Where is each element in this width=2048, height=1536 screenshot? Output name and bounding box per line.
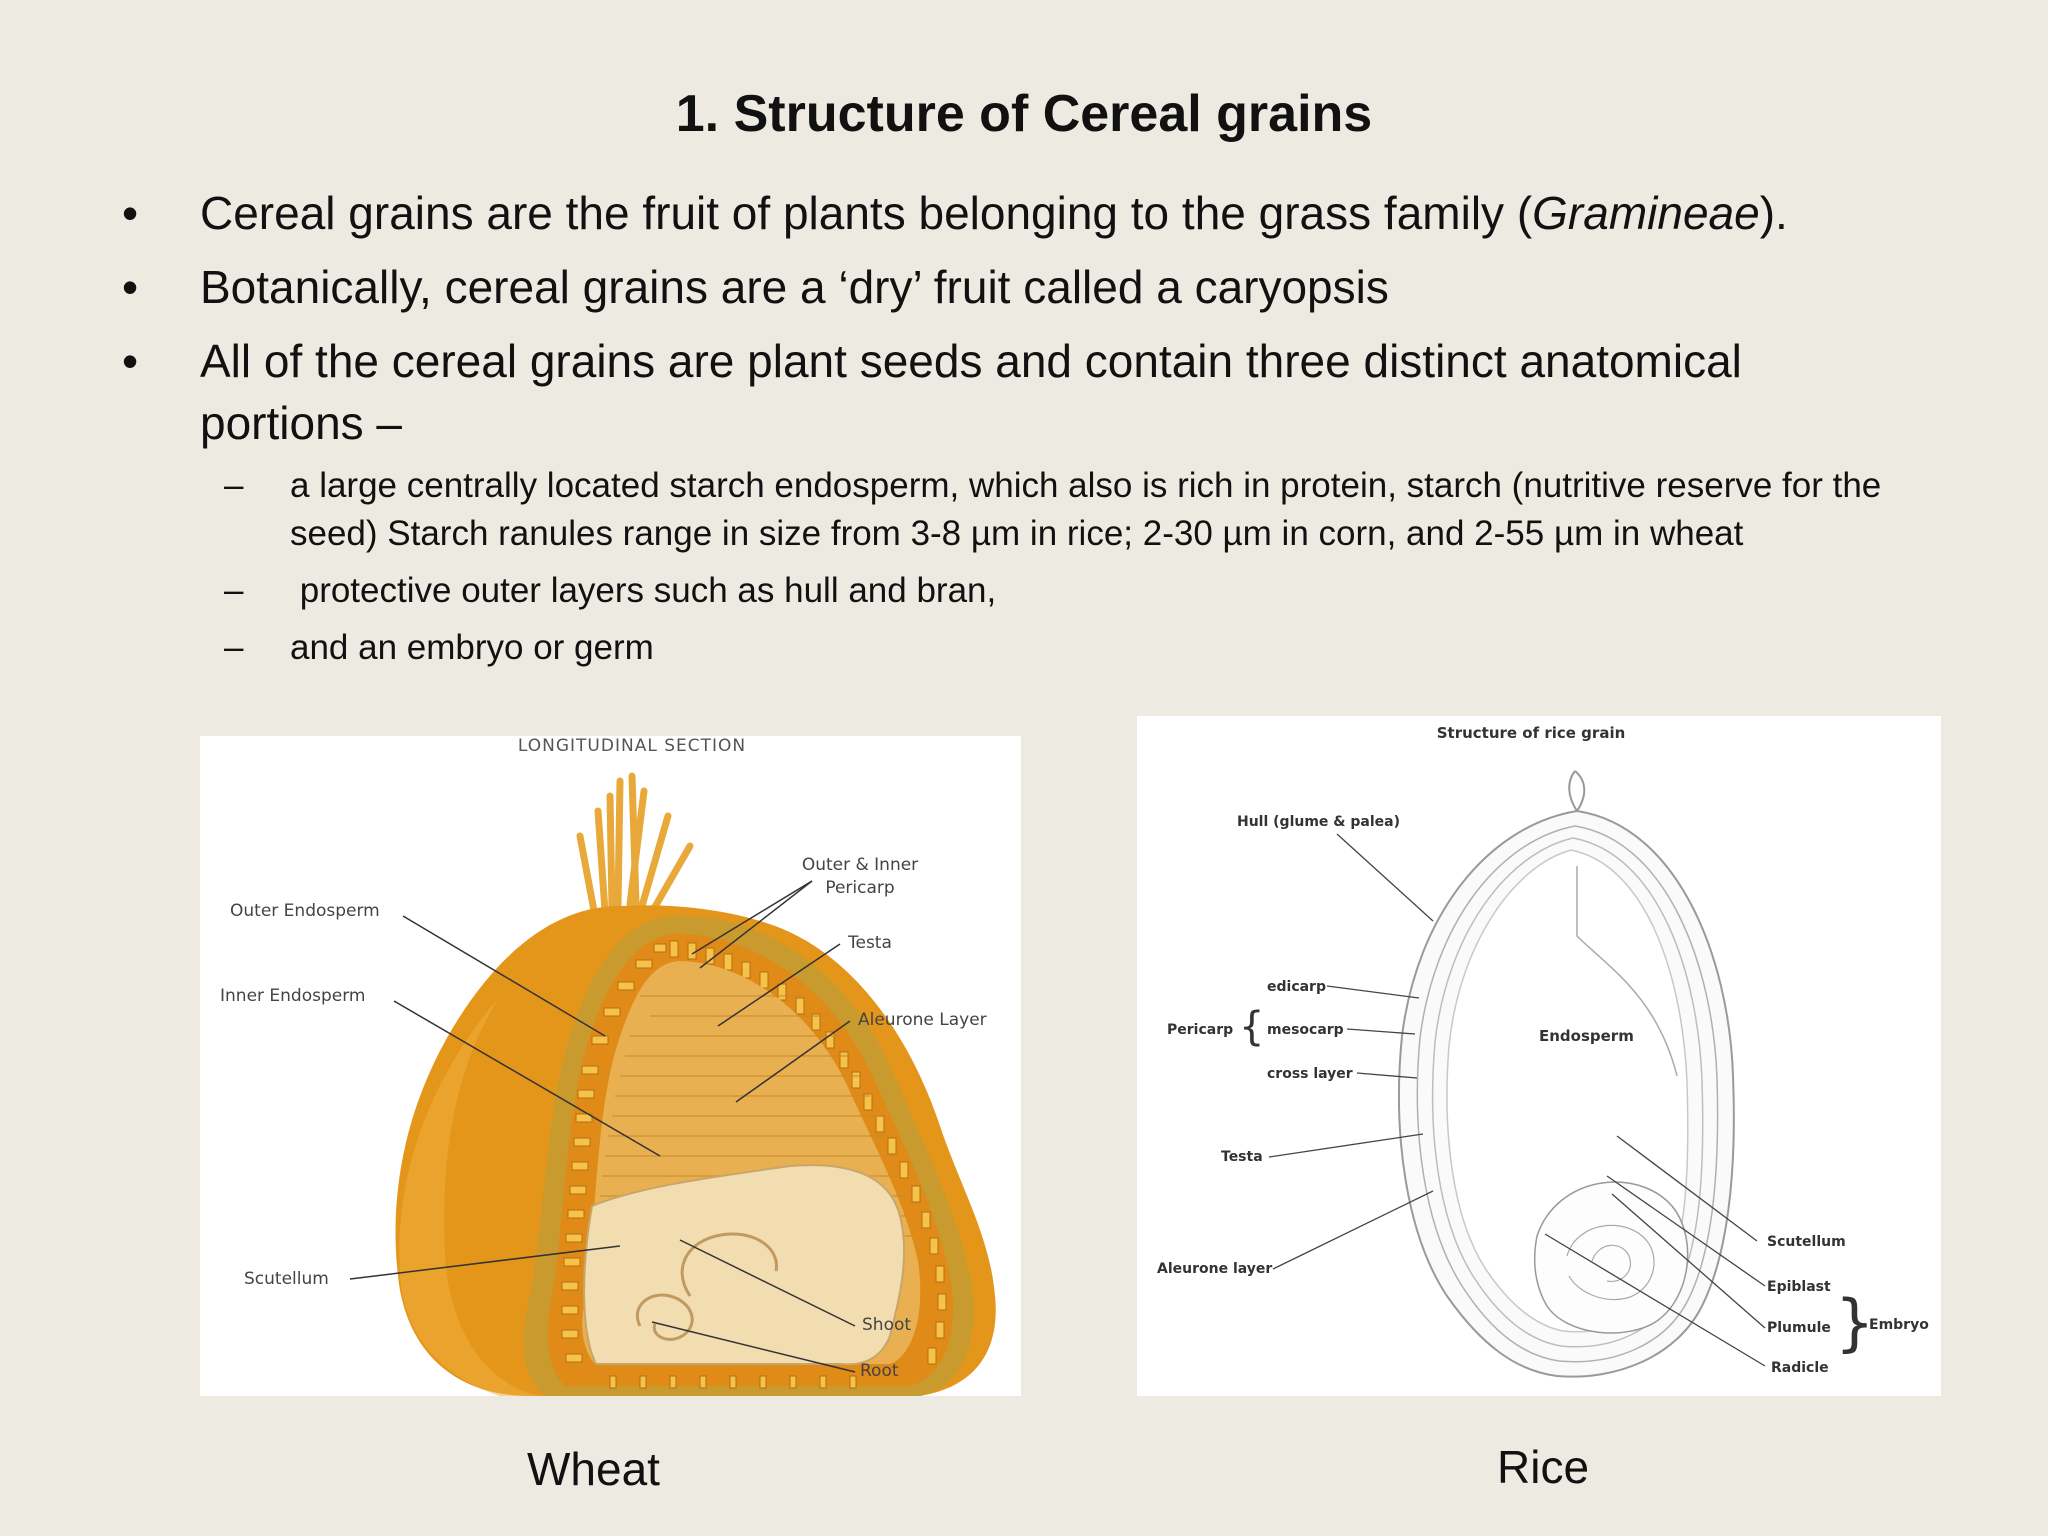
wheat-diagram-svg: LONGITUDINAL SECTION [220,736,996,1396]
label-radicle: Radicle [1771,1360,1829,1376]
rice-embryo [1533,1181,1689,1334]
bullet-item: • Cereal grains are the fruit of plants … [120,182,2000,244]
label-scutellum: Scutellum [1767,1234,1846,1250]
rice-layer-3 [1431,837,1704,1348]
label-hull: Hull (glume & palea) [1237,814,1400,830]
rice-diagram-svg: Structure of rice grain Hull (glume & pa… [1157,724,1929,1378]
label-cross-layer: cross layer [1267,1066,1353,1082]
germ-shoot [680,1232,778,1297]
sub-bullet-item: – and an embryo or germ [220,624,1920,672]
dash-symbol: – [224,466,244,505]
rice-leader-lines [1268,833,1766,1367]
bullet-list: • Cereal grains are the fruit of plants … [120,182,2000,466]
label-embryo: Embryo [1869,1317,1929,1333]
bullet-text: Cereal grains are the fruit of plants be… [200,187,1533,239]
label-pericarp: Pericarp [1167,1022,1233,1038]
wheat-caption: Wheat [527,1443,660,1495]
brush-hairs [576,772,694,920]
wheat-heading: LONGITUDINAL SECTION [518,736,746,756]
wheat-leader-lines [349,880,856,1373]
label-root: Root [860,1361,899,1381]
grain-outer-highlight [399,996,540,1396]
wheat-diagram: LONGITUDINAL SECTION [200,736,1021,1396]
pericarp-brace: { [1239,1004,1264,1050]
label-aleurone-layer: Aleurone Layer [858,1010,987,1030]
dash-symbol: – [224,628,244,667]
label-testa: Testa [847,933,892,953]
rice-heading: Structure of rice grain [1437,724,1626,742]
rice-endosperm-boundary [1576,866,1678,1077]
germ [583,1164,906,1366]
bullet-symbol: • [122,187,139,239]
label-aleurone-layer: Aleurone layer [1157,1261,1272,1277]
aleurone-cells [561,940,947,1389]
rice-embryo-inner [1566,1224,1655,1300]
dash-symbol: – [224,571,244,610]
bullet-text: All of the cereal grains are plant seeds… [200,335,1742,449]
label-pericarp-line1: Outer & Inner [802,855,918,875]
germ-root [635,1293,694,1341]
rice-diagram: Structure of rice grain Hull (glume & pa… [1137,716,1941,1396]
label-inner-endosperm: Inner Endosperm [220,986,365,1006]
label-edicarp: edicarp [1267,979,1326,995]
label-epiblast: Epiblast [1767,1279,1831,1295]
sub-bullet-text: protective outer layers such as hull and… [290,571,997,610]
sub-bullet-text: a large centrally located starch endospe… [290,466,1882,553]
rice-plumule-shape [1591,1244,1631,1283]
bullet-symbol: • [122,261,139,313]
bullet-text: ). [1759,187,1788,239]
label-outer-endosperm: Outer Endosperm [230,901,380,921]
label-shoot: Shoot [862,1315,911,1335]
label-endosperm: Endosperm [1539,1027,1634,1045]
slide-title: 1. Structure of Cereal grains [675,85,1373,143]
sub-bullet-item: – protective outer layers such as hull a… [220,567,1920,615]
bullet-text-italic: Gramineae [1532,187,1760,239]
bullet-symbol: • [122,335,139,387]
label-mesocarp: mesocarp [1267,1022,1344,1038]
grain-tip [1568,770,1586,812]
embryo-brace: } [1835,1286,1874,1359]
rice-caption: Rice [1497,1441,1590,1493]
sub-bullet-list: – a large centrally located starch endos… [220,462,1920,681]
sub-bullet-text: and an embryo or germ [290,628,654,667]
rice-layer-2 [1416,825,1719,1363]
label-plumule: Plumule [1767,1320,1831,1336]
bullet-item: • Botanically, cereal grains are a ‘dry’… [120,256,2000,318]
bullet-item: • All of the cereal grains are plant see… [120,330,1900,454]
sub-bullet-item: – a large centrally located starch endos… [220,462,1920,558]
label-pericarp-line2: Pericarp [825,878,894,898]
label-scutellum: Scutellum [244,1269,329,1289]
label-testa: Testa [1221,1149,1263,1165]
bullet-text: Botanically, cereal grains are a ‘dry’ f… [200,261,1389,313]
